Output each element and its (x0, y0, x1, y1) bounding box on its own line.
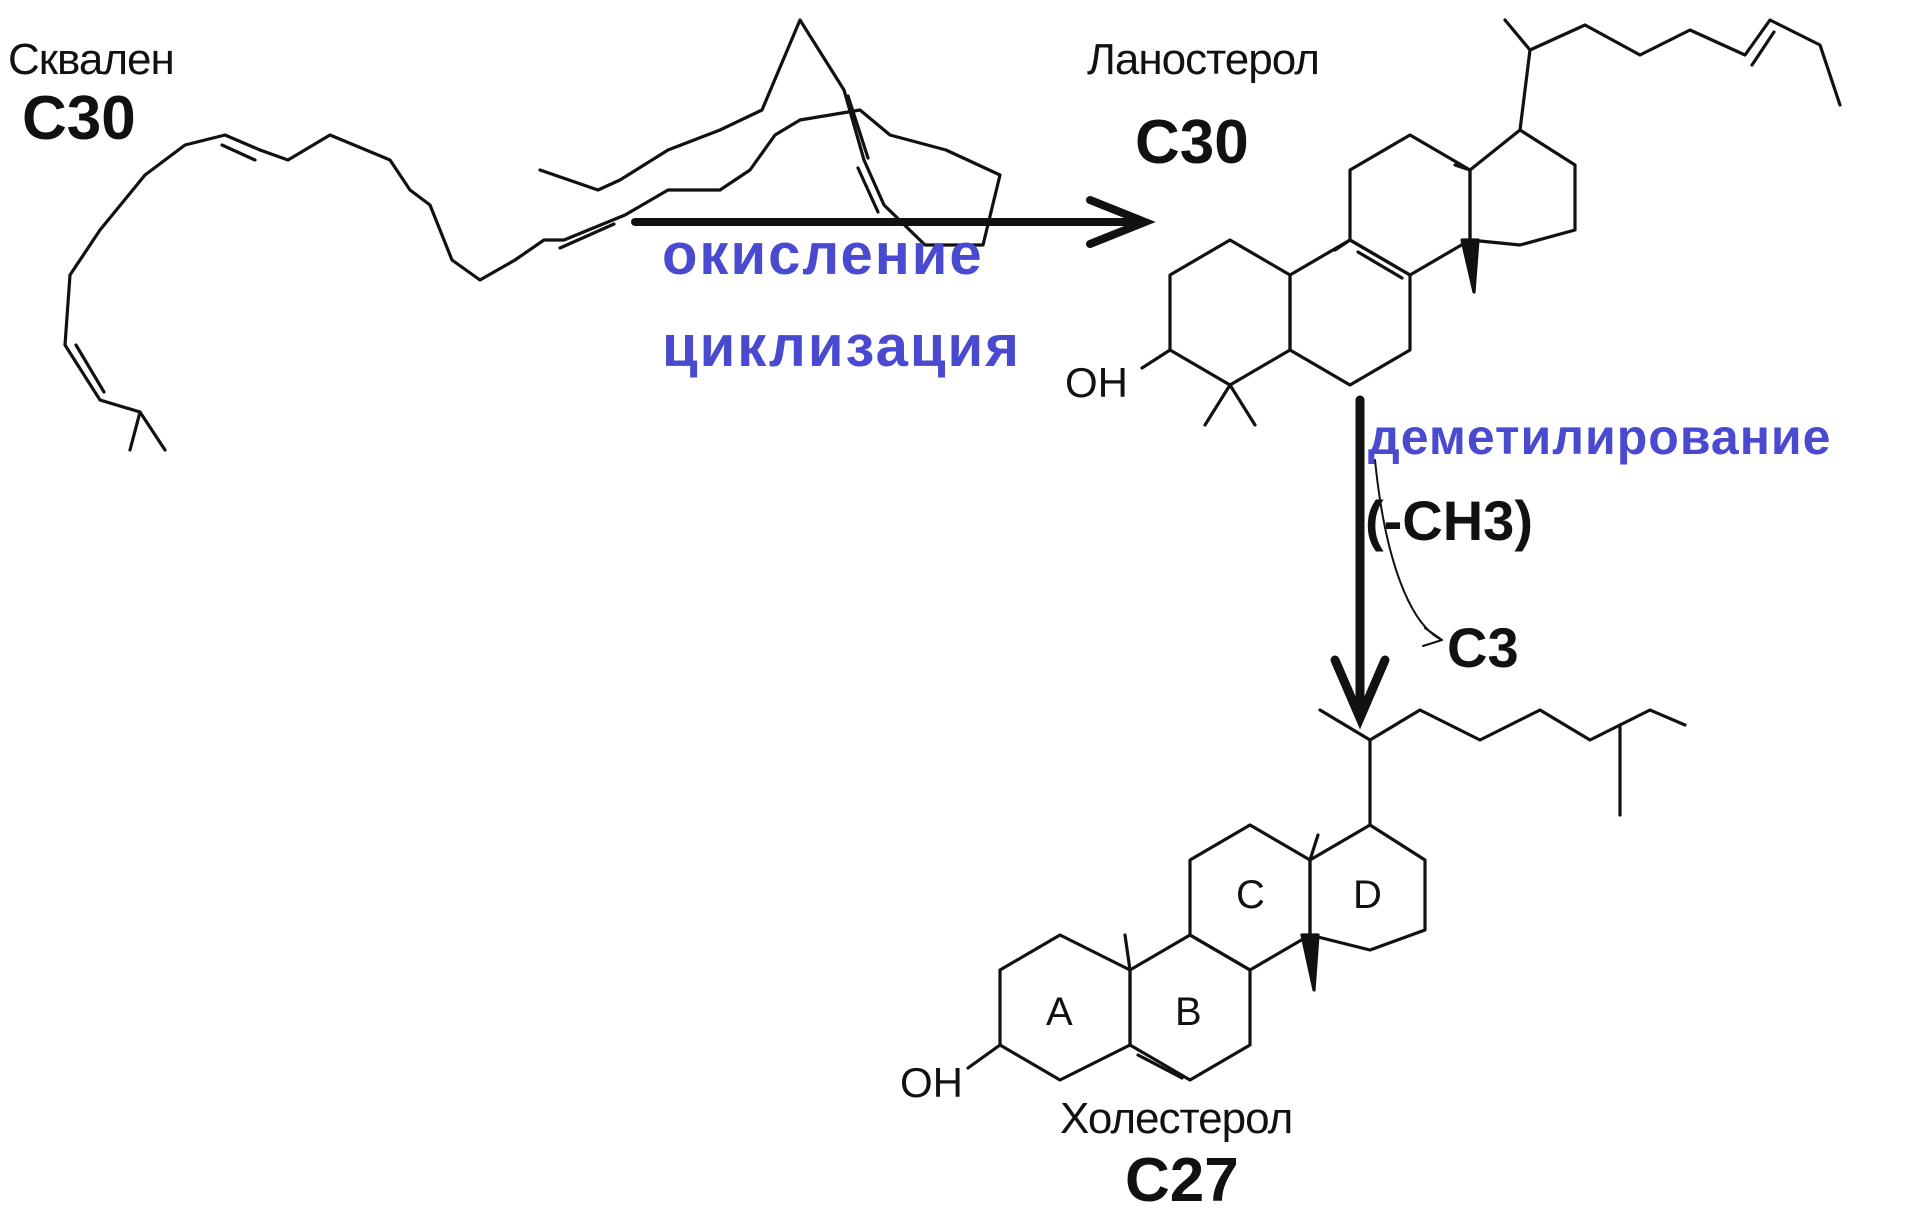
lanosterol-name: Ланостерол (1087, 35, 1320, 84)
cholesterol-structure (966, 708, 1687, 1082)
squalene-double-bond (558, 222, 616, 250)
squalene-structure (63, 18, 1002, 452)
squalene-double-bond (74, 343, 106, 394)
removed-carbons: C3 (1447, 616, 1519, 679)
lanosterol-ring-b (1288, 238, 1412, 387)
cholesterol-name: Холестерол (1060, 1094, 1293, 1143)
lanosterol-formula: C30 (1135, 108, 1249, 177)
cholesterol-side-chain (1368, 708, 1687, 827)
lanosterol-side-chain (1518, 18, 1842, 132)
lanosterol-ring-d (1468, 128, 1577, 247)
cholesterol-double-bond (1136, 1053, 1184, 1080)
lanosterol-double-bond (1750, 30, 1776, 67)
step-demethylation: деметилирование (1368, 409, 1832, 465)
ring-label-b: B (1175, 990, 1202, 1034)
squalene-formula: C30 (22, 84, 136, 153)
cholesterol-oh-bond (966, 1043, 1002, 1070)
lanosterol-methyl (1503, 18, 1532, 52)
ring-label-d: D (1353, 873, 1382, 917)
cholesterol-oh: OH (900, 1059, 963, 1106)
lanosterol-ring-a (1168, 238, 1292, 387)
step-oxidation: окисление (662, 222, 984, 287)
squalene-chain (63, 18, 1002, 414)
lanosterol-ring-c (1348, 133, 1472, 277)
arrow-cyclization (631, 196, 1156, 248)
ring-label-a: A (1046, 990, 1073, 1034)
lanosterol-gem-methyl (1203, 383, 1232, 427)
squalene-methyl (128, 410, 142, 452)
removed-group: (-CH3) (1365, 489, 1533, 552)
cholesterol-methyl (1308, 833, 1320, 862)
squalene-methyl (138, 410, 167, 452)
lanosterol-oh: OH (1065, 359, 1128, 406)
squalene-double-bond (846, 94, 870, 160)
lanosterol-oh-bond (1140, 348, 1172, 370)
lanosterol-methyl (1453, 163, 1472, 172)
squalene-double-bond (220, 143, 257, 162)
cholesterol-wedge (1300, 933, 1320, 992)
lanosterol-gem-methyl (1228, 383, 1257, 427)
lanosterol-double-bond (1356, 250, 1404, 280)
arrow-demethylation (1330, 395, 1390, 730)
cholesterol-methyl (1123, 933, 1132, 972)
cholesterol-formula: C27 (1125, 1146, 1239, 1215)
lanosterol-structure (1140, 18, 1842, 427)
ring-label-c: C (1236, 873, 1265, 917)
arrow-carbon-removal-head (1422, 627, 1443, 647)
squalene-double-bond (856, 166, 880, 214)
step-cyclization: циклизация (662, 314, 1022, 379)
lanosterol-wedge (1460, 238, 1480, 294)
lanosterol-methyl (1333, 238, 1352, 252)
cholesterol-branch-methyl (1318, 708, 1372, 742)
squalene-name: Сквален (8, 35, 175, 84)
